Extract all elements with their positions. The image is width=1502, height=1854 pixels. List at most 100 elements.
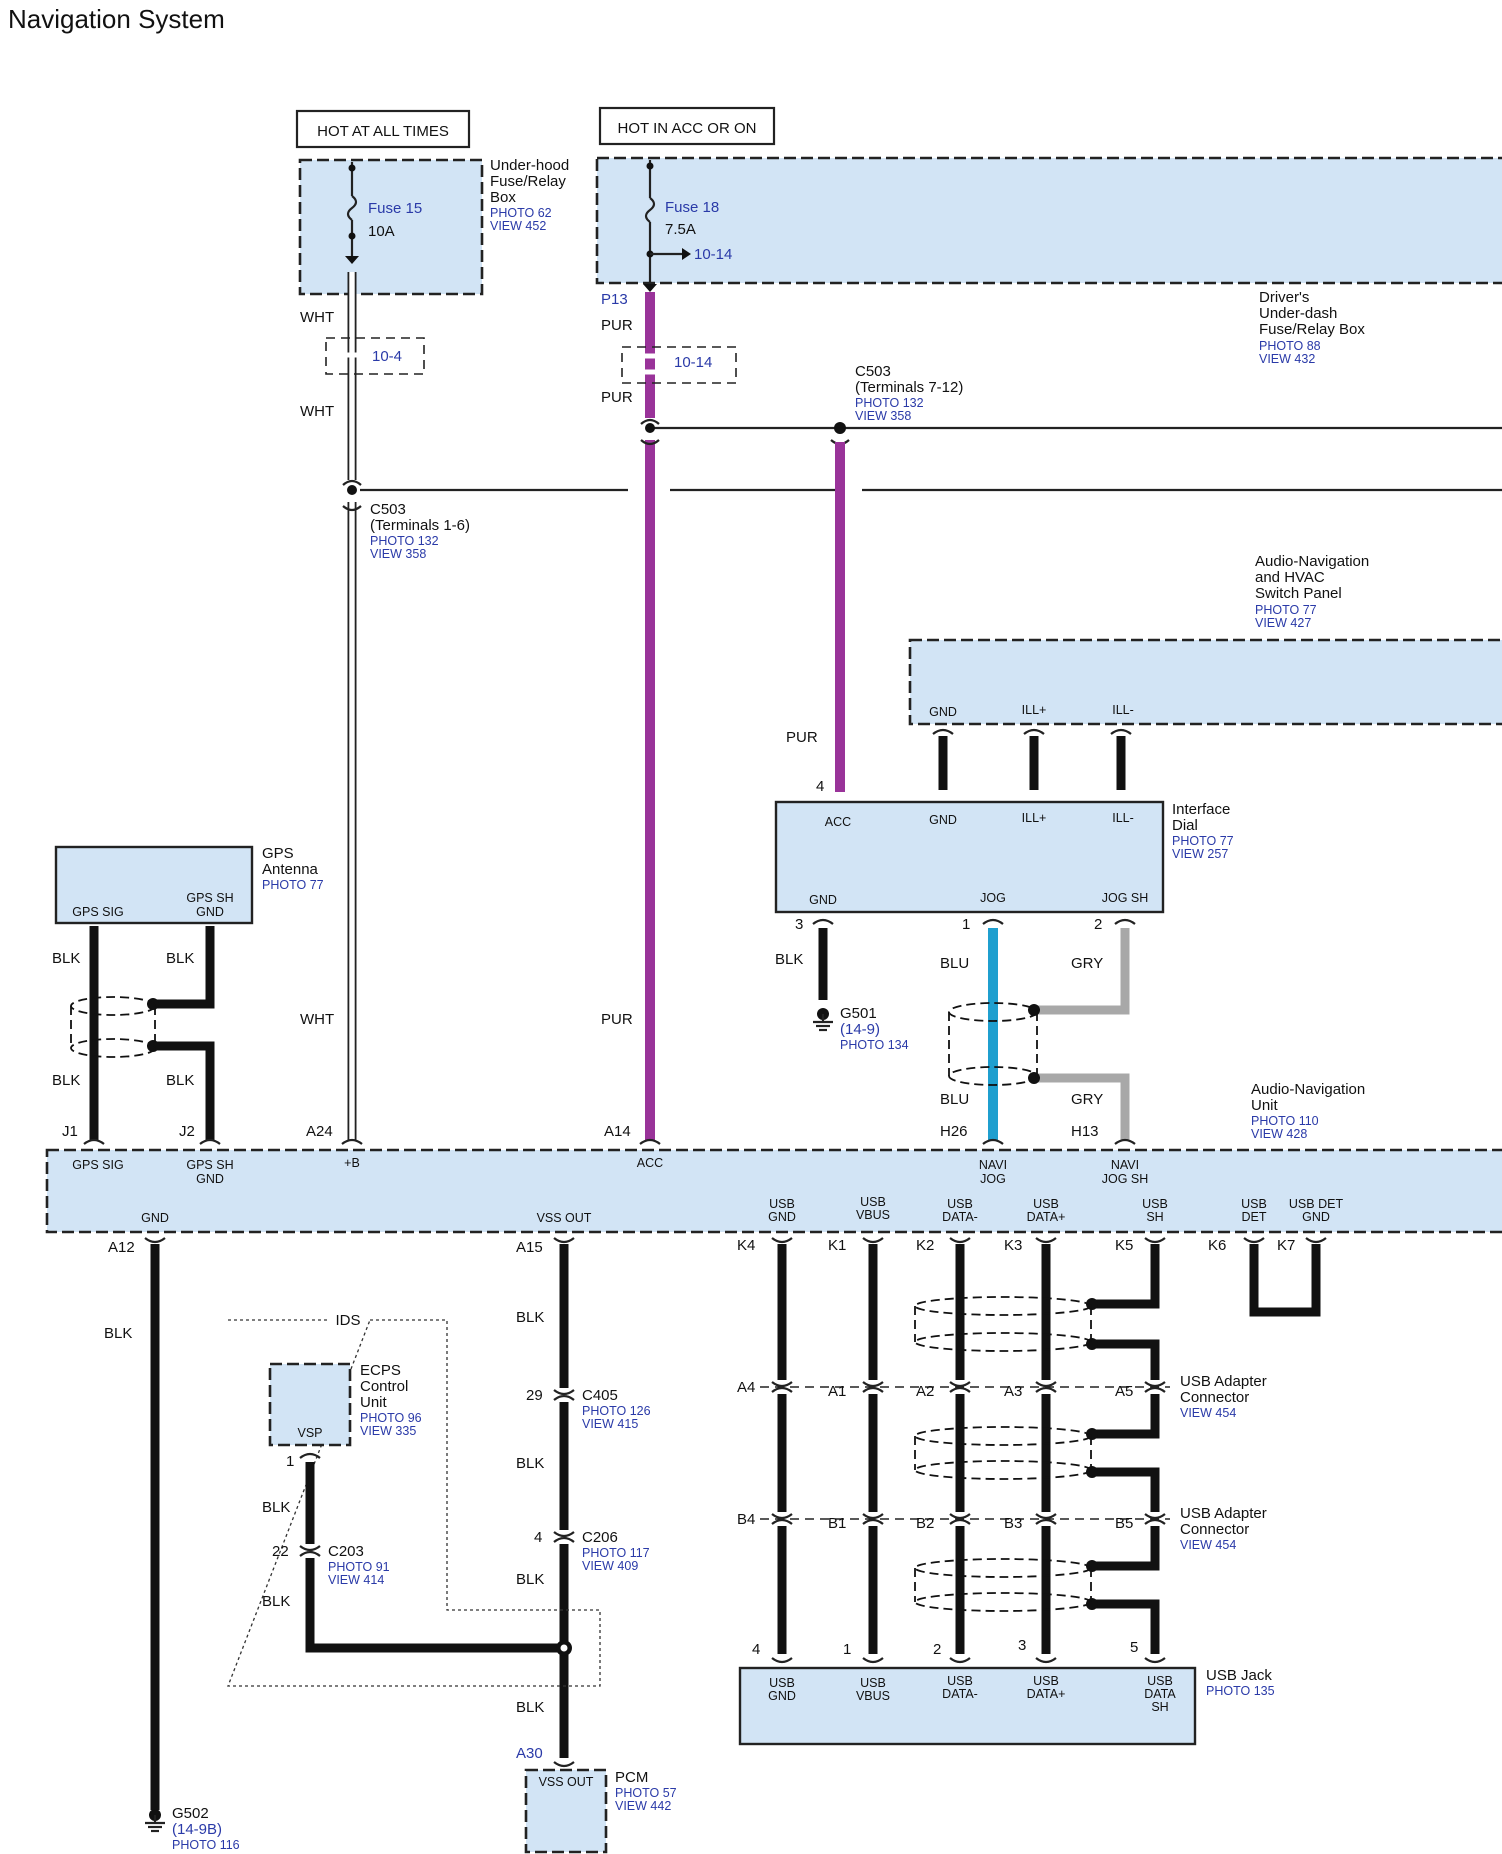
svg-text:A1: A1 (828, 1383, 846, 1400)
svg-text:GND: GND (768, 1210, 796, 1224)
pcm-label: PCM PHOTO 57 VIEW 442 (615, 1769, 677, 1813)
gps-shield (70, 996, 156, 1058)
svg-text:A5: A5 (1115, 1383, 1133, 1400)
svg-text:Fuse/Relay Box: Fuse/Relay Box (1259, 321, 1365, 338)
hot-in-acc-label: HOT IN ACC OR ON (598, 106, 776, 146)
interface-dial-label: Interface Dial PHOTO 77 VIEW 257 (1172, 801, 1234, 861)
c503-b-label: C503 (Terminals 7-12) PHOTO 132 VIEW 358 (855, 363, 963, 423)
p13-terminal: P13 (601, 291, 628, 308)
svg-text:USB: USB (860, 1195, 886, 1209)
dial-pin-gnd: GND (809, 893, 837, 907)
c405-connector: 29 C405 PHOTO 126 VIEW 415 (526, 1387, 651, 1431)
dial-pin-acc: ACC (825, 815, 851, 829)
svg-text:(Terminals 1-6): (Terminals 1-6) (370, 517, 470, 534)
g501-ground-wire (812, 918, 834, 1032)
hot-at-all-times-label: HOT AT ALL TIMES (295, 109, 471, 149)
dial-pin-ill-plus: ILL+ (1022, 811, 1047, 825)
svg-text:Connector: Connector (1180, 1389, 1249, 1406)
svg-text:USB: USB (947, 1674, 973, 1688)
svg-text:VIEW 454: VIEW 454 (1180, 1538, 1236, 1552)
audio-navigation-unit (45, 1148, 1502, 1234)
blk-label-vss-1: BLK (516, 1309, 544, 1326)
svg-text:A2: A2 (916, 1383, 934, 1400)
gps-antenna (54, 845, 254, 925)
svg-text:PHOTO 126: PHOTO 126 (582, 1404, 651, 1418)
usb-adapter-b-label: USB Adapter Connector VIEW 454 (1180, 1505, 1267, 1552)
ecps-control-unit (268, 1362, 352, 1447)
svg-text:VIEW 432: VIEW 432 (1259, 352, 1315, 366)
svg-text:K6: K6 (1208, 1237, 1226, 1254)
svg-text:K7: K7 (1277, 1237, 1295, 1254)
svg-text:PHOTO 91: PHOTO 91 (328, 1560, 390, 1574)
switch-to-dial-wires (932, 728, 1132, 790)
page-title: Navigation System (8, 4, 225, 34)
svg-text:HOT IN ACC OR ON: HOT IN ACC OR ON (618, 120, 757, 137)
svg-text:VIEW 414: VIEW 414 (328, 1573, 384, 1587)
svg-text:Box: Box (490, 189, 516, 206)
svg-text:A24: A24 (306, 1123, 333, 1140)
svg-text:J1: J1 (62, 1123, 78, 1140)
svg-text:10-4: 10-4 (372, 348, 402, 365)
svg-text:PHOTO 117: PHOTO 117 (582, 1546, 650, 1560)
fuse-18: Fuse 18 7.5A 10-14 (643, 160, 732, 292)
svg-text:G502: G502 (172, 1805, 209, 1822)
svg-text:Under-hood: Under-hood (490, 157, 569, 174)
svg-text:B1: B1 (828, 1515, 846, 1532)
blk-label-vss-2: BLK (516, 1455, 544, 1472)
svg-text:10-14: 10-14 (694, 246, 732, 263)
unit-bottom-pins: GND VSS OUT USB GND USB VBUS USB DATA- U… (141, 1195, 1343, 1225)
gry-label-1: GRY (1071, 955, 1103, 972)
svg-text:Audio-Navigation: Audio-Navigation (1251, 1081, 1365, 1098)
blk-label-g502: BLK (104, 1325, 132, 1342)
svg-text:VIEW 335: VIEW 335 (360, 1424, 416, 1438)
svg-text:PCM: PCM (615, 1769, 648, 1786)
switch-pin-ill-plus: ILL+ (1022, 703, 1047, 717)
svg-text:USB DET: USB DET (1289, 1197, 1344, 1211)
svg-text:7.5A: 7.5A (665, 221, 696, 238)
pur-label-1: PUR (601, 317, 633, 334)
g502-ground: G502 (14-9B) PHOTO 116 (172, 1805, 240, 1852)
ref-10-4: 10-4 (325, 337, 425, 375)
underhood-box-label: Under-hood Fuse/Relay Box PHOTO 62 VIEW … (490, 157, 569, 233)
svg-text:PHOTO 88: PHOTO 88 (1259, 339, 1321, 353)
svg-text:Fuse 18: Fuse 18 (665, 199, 719, 216)
svg-text:3: 3 (1018, 1637, 1026, 1654)
blk-label-gps-2: BLK (52, 1072, 80, 1089)
svg-text:GND: GND (1302, 1210, 1330, 1224)
svg-text:DATA+: DATA+ (1027, 1210, 1066, 1224)
ref-10-14: 10-14 (621, 346, 737, 384)
svg-text:+B: +B (344, 1156, 360, 1170)
ids-region (227, 1319, 601, 1687)
pcm-pin-vss-out: VSS OUT (539, 1775, 594, 1789)
svg-text:B5: B5 (1115, 1515, 1133, 1532)
svg-text:Control: Control (360, 1378, 408, 1395)
svg-text:Antenna: Antenna (262, 861, 319, 878)
usb-jack-nums: 4 1 2 3 5 (752, 1637, 1138, 1658)
pcm (524, 1768, 608, 1854)
svg-text:(14-9): (14-9) (840, 1021, 880, 1038)
svg-text:PHOTO 132: PHOTO 132 (370, 534, 439, 548)
usb-jack-pins: USB GND USB VBUS USB DATA- USB DATA+ USB… (768, 1674, 1176, 1714)
dial-pin-ill-minus: ILL- (1112, 811, 1134, 825)
svg-text:HOT AT ALL TIMES: HOT AT ALL TIMES (317, 123, 449, 140)
fuse-15: Fuse 15 10A (345, 162, 422, 264)
svg-text:USB Jack: USB Jack (1206, 1667, 1272, 1684)
usb-vbus-wire (862, 1244, 884, 1664)
switch-panel-label: Audio-Navigation and HVAC Switch Panel P… (1255, 553, 1369, 630)
svg-text:SH: SH (1146, 1210, 1163, 1224)
svg-text:C206: C206 (582, 1529, 618, 1546)
svg-text:PHOTO 77: PHOTO 77 (1255, 603, 1317, 617)
svg-text:H13: H13 (1071, 1123, 1099, 1140)
usb-adapter-a-label: USB Adapter Connector VIEW 454 (1180, 1373, 1267, 1420)
svg-text:USB Adapter: USB Adapter (1180, 1373, 1267, 1390)
blk-label-vss-3: BLK (516, 1571, 544, 1588)
svg-text:A14: A14 (604, 1123, 631, 1140)
svg-text:SH: SH (1151, 1700, 1168, 1714)
svg-text:PHOTO 132: PHOTO 132 (855, 396, 924, 410)
svg-text:GPS: GPS (262, 845, 294, 862)
svg-text:DATA: DATA (1144, 1687, 1176, 1701)
svg-text:C405: C405 (582, 1387, 618, 1404)
c503-a-connector (342, 479, 362, 512)
svg-text:GND: GND (768, 1689, 796, 1703)
pur-label-2: PUR (601, 389, 633, 406)
